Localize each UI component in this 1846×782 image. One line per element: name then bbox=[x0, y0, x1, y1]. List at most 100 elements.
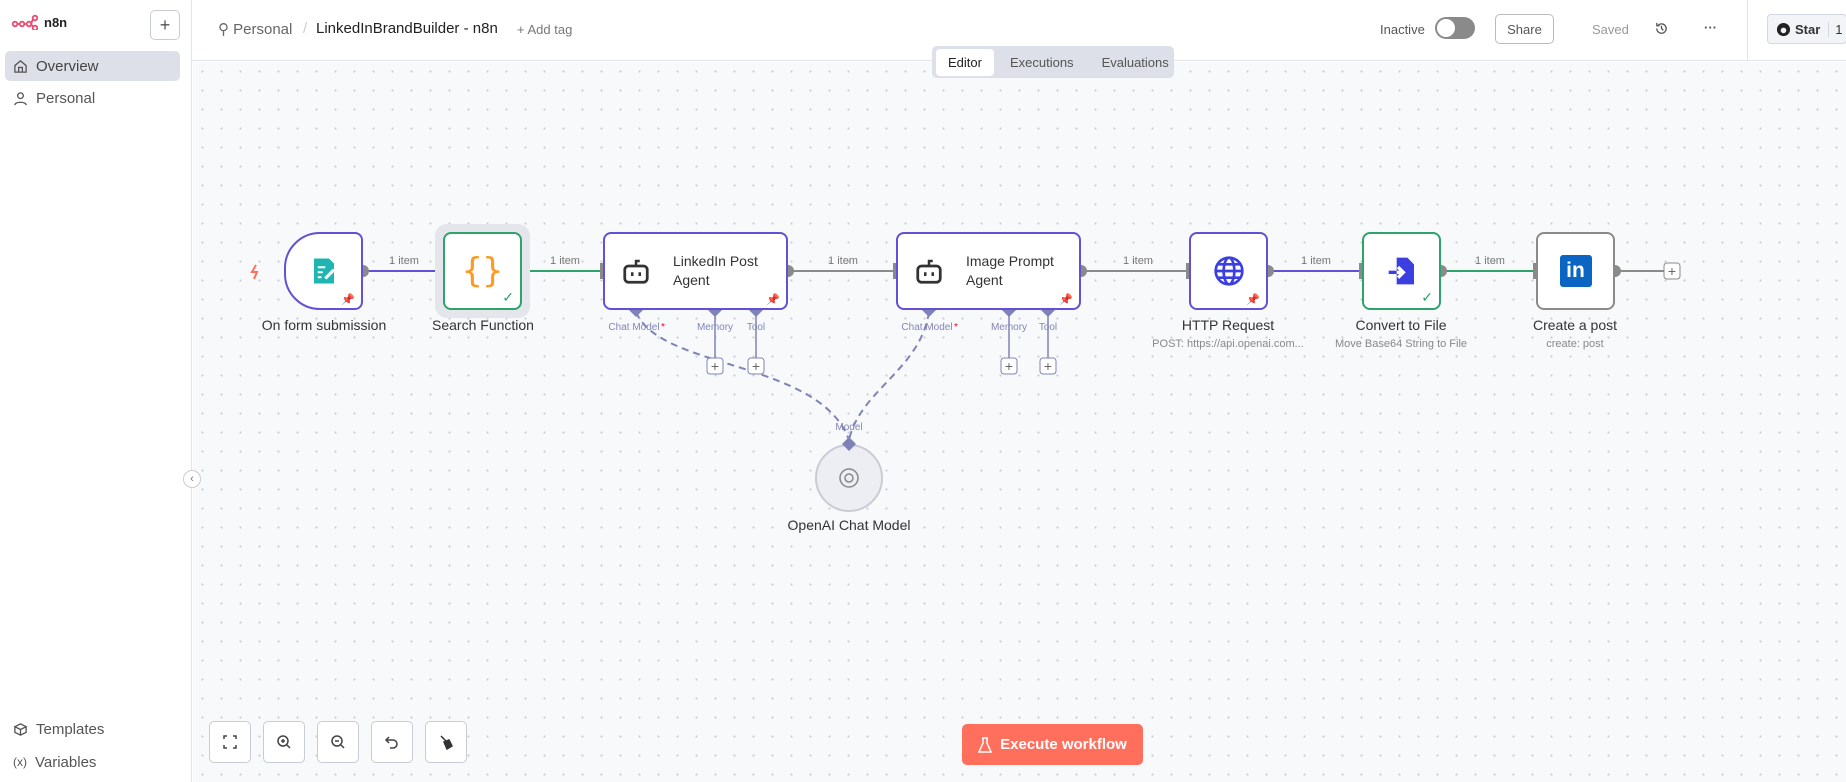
variable-icon: (x) bbox=[13, 755, 27, 769]
fit-view-button[interactable] bbox=[209, 721, 251, 763]
required-marker: * bbox=[954, 322, 958, 333]
view-tabs: Editor Executions Evaluations bbox=[932, 46, 1174, 78]
model-port[interactable] bbox=[842, 437, 856, 451]
input-label-chat-model: Chat Model bbox=[901, 322, 952, 333]
sub-connectors bbox=[714, 312, 1049, 358]
execute-workflow-button[interactable]: Execute workflow bbox=[962, 724, 1143, 765]
openai-icon bbox=[839, 468, 859, 488]
status-label: Inactive bbox=[1380, 22, 1425, 37]
image-prompt-agent-node[interactable]: Image Prompt Agent 📌 bbox=[896, 232, 1081, 310]
linkedin-icon: in bbox=[1559, 255, 1592, 287]
pin-icon: 📌 bbox=[766, 294, 780, 306]
saved-status: Saved bbox=[1592, 22, 1629, 37]
zoom-in-button[interactable] bbox=[263, 721, 305, 763]
more-options-button[interactable]: ··· bbox=[1704, 20, 1717, 35]
app-name: n8n bbox=[44, 14, 68, 30]
add-memory-button[interactable] bbox=[706, 357, 724, 375]
share-button[interactable]: Share bbox=[1495, 14, 1554, 44]
tab-editor[interactable]: Editor bbox=[936, 48, 994, 76]
collapse-sidebar-button[interactable]: ‹ bbox=[183, 470, 201, 488]
edge-model-agent1[interactable] bbox=[635, 311, 850, 441]
svg-text:+: + bbox=[1044, 358, 1052, 374]
input-label-memory: Memory bbox=[697, 322, 733, 333]
sidebar-item-personal[interactable]: Personal bbox=[5, 83, 180, 113]
node-label: Create a post bbox=[1532, 317, 1618, 333]
node-label: On form submission bbox=[261, 317, 387, 333]
breadcrumb-separator: / bbox=[303, 20, 308, 37]
input-label-tool: Tool bbox=[747, 322, 765, 333]
add-memory-button[interactable] bbox=[1000, 357, 1018, 375]
divider bbox=[1747, 0, 1748, 61]
pin-icon: 📌 bbox=[1059, 294, 1073, 306]
pin-icon: 📌 bbox=[1246, 294, 1260, 306]
zoom-out-icon bbox=[331, 735, 345, 749]
edge-label: 1 item bbox=[1301, 255, 1331, 267]
node-label: Search Function bbox=[432, 317, 534, 333]
add-tool-button[interactable] bbox=[1039, 357, 1057, 375]
github-icon bbox=[1776, 22, 1791, 36]
sidebar-item-label: Personal bbox=[36, 89, 96, 107]
file-convert-icon bbox=[1388, 257, 1414, 285]
add-tool-button[interactable] bbox=[747, 357, 765, 375]
success-check-icon: ✓ bbox=[502, 289, 514, 305]
n8n-logo[interactable]: n8n bbox=[12, 14, 67, 30]
node-subtitle: POST: https://api.openai.com... bbox=[1152, 338, 1304, 350]
openai-chat-model-node[interactable] bbox=[815, 444, 883, 512]
zoom-in-icon bbox=[277, 735, 291, 749]
node-label: Convert to File bbox=[1355, 317, 1447, 333]
input-handle[interactable] bbox=[1359, 263, 1364, 279]
create-button[interactable]: + bbox=[150, 10, 180, 40]
edge-label: 1 item bbox=[389, 255, 419, 267]
edge-label: 1 item bbox=[550, 255, 580, 267]
convert-to-file-node[interactable]: ✓ bbox=[1362, 232, 1441, 310]
zoom-out-button[interactable] bbox=[317, 721, 359, 763]
undo-icon bbox=[384, 736, 398, 749]
add-tag-button[interactable]: + Add tag bbox=[517, 22, 573, 37]
success-check-icon: ✓ bbox=[1421, 289, 1433, 305]
history-icon[interactable] bbox=[1654, 21, 1669, 36]
edge-label: 1 item bbox=[828, 255, 858, 267]
required-marker: * bbox=[661, 322, 665, 333]
add-node-button[interactable] bbox=[1663, 262, 1681, 280]
node-label: LinkedIn Post Agent bbox=[673, 253, 758, 288]
github-star-button[interactable]: Star 1 bbox=[1767, 14, 1846, 44]
n8n-logo-icon bbox=[12, 14, 38, 30]
globe-icon bbox=[1213, 256, 1244, 286]
execute-label: Execute workflow bbox=[1000, 736, 1127, 753]
input-handle[interactable] bbox=[1186, 263, 1191, 279]
create-post-node[interactable]: in bbox=[1536, 232, 1615, 310]
sidebar-item-templates[interactable]: Templates bbox=[5, 714, 180, 744]
sidebar-item-label: Overview bbox=[36, 57, 99, 75]
input-handle[interactable] bbox=[600, 263, 605, 279]
sub-ports[interactable] bbox=[629, 303, 1055, 317]
input-handle[interactable] bbox=[1533, 263, 1538, 279]
workflow-canvas[interactable] bbox=[193, 62, 1846, 782]
broom-icon bbox=[440, 735, 453, 750]
linkedin-post-agent-node[interactable]: LinkedIn Post Agent 📌 bbox=[603, 232, 788, 310]
edge-model-agent2[interactable] bbox=[848, 311, 930, 441]
search-function-node[interactable]: {} ✓ bbox=[443, 232, 522, 310]
http-request-node[interactable]: 📌 bbox=[1189, 232, 1268, 310]
tidy-up-button[interactable] bbox=[425, 721, 467, 763]
box-icon bbox=[13, 722, 28, 736]
tab-executions[interactable]: Executions bbox=[1009, 54, 1074, 70]
model-port-label: Model bbox=[835, 422, 862, 433]
active-toggle[interactable] bbox=[1435, 17, 1475, 39]
svg-text:+: + bbox=[1668, 263, 1676, 279]
svg-text:+: + bbox=[752, 358, 760, 374]
input-label-chat-model: Chat Model bbox=[608, 322, 659, 333]
sidebar-item-variables[interactable]: (x) Variables bbox=[5, 747, 180, 777]
input-handle[interactable] bbox=[893, 263, 898, 279]
breadcrumb-parent[interactable]: ⚲ Personal bbox=[218, 21, 293, 38]
sidebar: n8n + Overview Personal Templates (x) Va… bbox=[0, 0, 192, 782]
tab-evaluations[interactable]: Evaluations bbox=[1101, 54, 1169, 70]
form-trigger-node[interactable]: 📌 bbox=[284, 232, 363, 310]
breadcrumb-parent-label: Personal bbox=[233, 21, 293, 38]
node-subtitle: Move Base64 String to File bbox=[1334, 338, 1468, 350]
sidebar-item-overview[interactable]: Overview bbox=[5, 51, 180, 81]
workflow-name[interactable]: LinkedInBrandBuilder - n8n bbox=[316, 20, 498, 37]
sidebar-item-label: Variables bbox=[35, 753, 97, 771]
node-subtitle: create: post bbox=[1546, 338, 1604, 350]
reset-zoom-button[interactable] bbox=[371, 721, 413, 763]
